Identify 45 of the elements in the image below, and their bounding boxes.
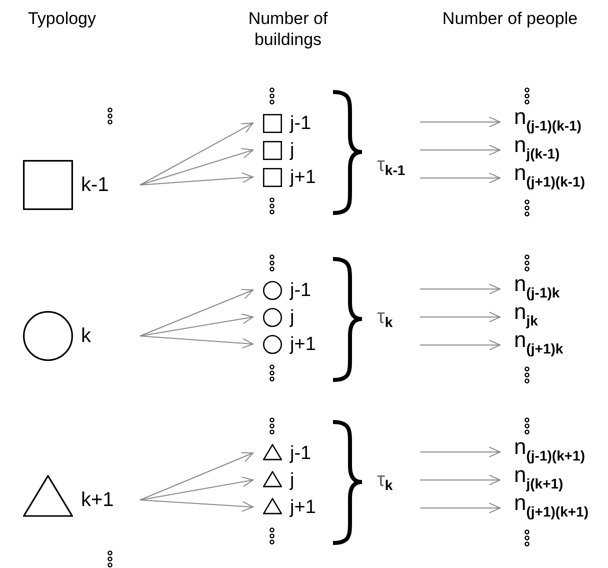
arrow — [140, 172, 254, 186]
building-index: j-1 — [290, 280, 312, 300]
arrow — [420, 474, 500, 486]
arrow — [140, 452, 254, 500]
column-heading: Typology — [26, 8, 98, 29]
tau-symbol: τ$_{k-1}$ — [377, 155, 406, 178]
building-index: j — [290, 308, 294, 326]
arrow — [140, 122, 254, 186]
building-index: j — [290, 470, 294, 490]
population-variable: n$_{jk}$ — [514, 301, 538, 328]
population-variable: n$_{(j+1)(k-1)}$ — [514, 162, 585, 188]
arrow — [420, 312, 500, 322]
population-variable: n$_{(j+1)(k+1)}$ — [514, 492, 588, 518]
tau-symbol: τ$_{k}$ — [377, 307, 393, 330]
column-heading: Number of buildings — [247, 8, 329, 50]
arrow — [140, 476, 254, 500]
building-index: j+1 — [290, 168, 316, 186]
column-heading: Number of people — [441, 8, 579, 29]
building-index: j+1 — [290, 334, 316, 354]
arrow — [420, 284, 500, 294]
arrow — [140, 289, 254, 336]
population-variable: n$_{(j+1)k}$ — [514, 329, 564, 356]
building-index: j-1 — [290, 114, 312, 132]
arrow — [420, 446, 500, 458]
arrow — [420, 144, 500, 156]
building-index: j+1 — [290, 498, 316, 516]
arrow — [140, 313, 254, 336]
typology-index: k — [81, 326, 91, 346]
building-index: j — [290, 140, 294, 160]
tau-symbol: τ$_{k}$ — [377, 470, 393, 492]
arrow — [140, 500, 254, 512]
population-variable: n$_{(j-1)k}$ — [514, 273, 560, 300]
arrow — [420, 116, 500, 128]
population-variable: n$_{j(k+1)}$ — [514, 464, 564, 490]
arrow — [140, 148, 254, 186]
population-variable: n$_{(j-1)(k-1)}$ — [514, 106, 582, 132]
arrow — [420, 172, 500, 184]
arrow — [420, 502, 500, 514]
arrow — [140, 336, 254, 349]
population-variable: n$_{(j-1)(k+1)}$ — [514, 436, 585, 462]
building-index: j-1 — [290, 444, 312, 462]
typology-index: k+1 — [81, 490, 114, 510]
population-variable: n$_{j(k-1)}$ — [514, 134, 560, 160]
typology-index: k-1 — [81, 175, 109, 195]
arrow — [420, 340, 500, 350]
